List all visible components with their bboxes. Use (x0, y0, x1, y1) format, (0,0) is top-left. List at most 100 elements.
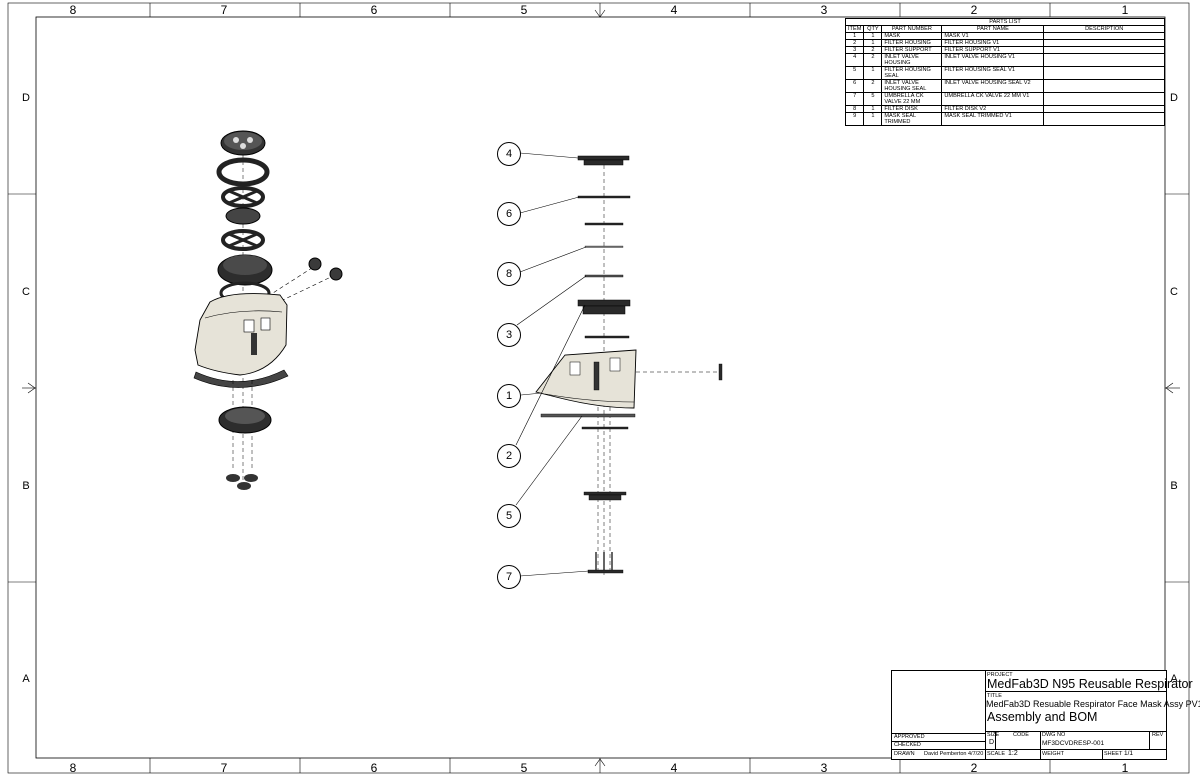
parts-list-cell-qty: 1 (863, 32, 883, 40)
zone-col-bot-7: 7 (220, 761, 228, 775)
parts-list-cell-part-number: FILTER DISK (881, 105, 943, 113)
parts-list-cell-part-number: FILTER HOUSING SEAL (881, 66, 943, 80)
size-value: D (989, 739, 995, 746)
zone-col-top-3: 3 (820, 3, 828, 17)
parts-list-cell-description (1043, 105, 1165, 113)
parts-list-cell-qty: 2 (863, 46, 883, 54)
size-label: SIZE (987, 732, 1000, 738)
zone-row-right-b: B (1170, 480, 1178, 492)
parts-list-cell-part-number: FILTER SUPPORT (881, 46, 943, 54)
parts-list-cell-qty: 1 (863, 39, 883, 47)
zone-col-top-7: 7 (220, 3, 228, 17)
parts-list-table: PARTS LIST ITEM QTY PART NUMBER PART NAM… (844, 18, 1165, 126)
zone-col-top-2: 2 (970, 3, 978, 17)
parts-list-cell-part-name: MASK V1 (941, 32, 1045, 40)
zone-row-left-a: A (22, 673, 30, 685)
parts-list-cell-qty: 1 (863, 112, 883, 126)
zone-col-bot-3: 3 (820, 761, 828, 775)
approved-label: APPROVED (894, 734, 925, 740)
zone-row-left-c: C (22, 286, 30, 298)
item-balloon: 2 (497, 444, 521, 468)
parts-list-cell-description (1043, 46, 1165, 54)
parts-list-cell-part-name: UMBRELLA CK VALVE 22 MM V1 (941, 92, 1045, 106)
parts-list-cell-item: 3 (844, 46, 865, 54)
title-line-2: Assembly and BOM (987, 710, 1098, 724)
parts-list-cell-part-name: FILTER HOUSING V1 (941, 39, 1045, 47)
zone-row-left-b: B (22, 480, 30, 492)
zone-row-right-c: C (1170, 286, 1178, 298)
parts-list-cell-qty: 1 (863, 105, 883, 113)
item-balloon: 7 (497, 565, 521, 589)
item-balloon: 4 (497, 142, 521, 166)
parts-list-cell-part-number: INLET VALVE HOUSING (881, 53, 943, 67)
side-exploded-view (535, 155, 723, 575)
project-name: MedFab3D N95 Reusable Respirator (987, 677, 1193, 691)
parts-list-cell-description (1043, 66, 1165, 80)
parts-list-cell-qty: 2 (863, 53, 883, 67)
parts-list-cell-description (1043, 32, 1165, 40)
title-label: TITLE (987, 693, 1002, 699)
parts-list-cell-description (1043, 112, 1165, 126)
title-line-1: MedFab3D Resuable Respirator Face Mask A… (986, 699, 1200, 709)
zone-row-right-a: A (1170, 673, 1178, 685)
parts-list-cell-item: 9 (844, 112, 865, 126)
isometric-exploded-view (193, 130, 343, 490)
drawn-label: DRAWN (894, 751, 915, 757)
zone-col-top-8: 8 (69, 3, 77, 17)
zone-col-bot-8: 8 (69, 761, 77, 775)
dwg-no-value: MF3DCVDRESP-001 (1042, 740, 1105, 747)
item-balloon: 3 (497, 323, 521, 347)
drawn-by: David Pemberton (924, 751, 967, 757)
sheet-value: 1/1 (1124, 750, 1134, 757)
project-label: PROJECT (987, 672, 1013, 678)
parts-list-cell-item: 2 (844, 39, 865, 47)
parts-list-cell-description (1043, 79, 1165, 93)
zone-col-bot-6: 6 (370, 761, 378, 775)
code-label: CODE (1013, 732, 1029, 738)
parts-list-cell-part-number: INLET VALVE HOUSING SEAL (881, 79, 943, 93)
parts-list-cell-part-name: FILTER HOUSING SEAL V1 (941, 66, 1045, 80)
drawing-frame (35, 16, 1166, 759)
zone-row-left-d: D (22, 92, 30, 104)
zone-col-top-1: 1 (1121, 3, 1129, 17)
parts-list-cell-item: 6 (844, 79, 865, 93)
parts-list-cell-part-number: MASK SEAL TRIMMED (881, 112, 943, 126)
parts-list-cell-item: 4 (844, 53, 865, 67)
weight-label: WEIGHT (1042, 751, 1064, 757)
zone-col-bot-5: 5 (520, 761, 528, 775)
parts-list-cell-part-number: FILTER HOUSING (881, 39, 943, 47)
parts-list-cell-item: 1 (844, 32, 865, 40)
header-description: DESCRIPTION (1043, 25, 1165, 33)
parts-list-cell-item: 5 (844, 66, 865, 80)
header-qty: QTY (863, 25, 883, 33)
item-balloon: 8 (497, 262, 521, 286)
sheet-label: SHEET (1104, 751, 1123, 757)
zone-col-bot-1: 1 (1121, 761, 1129, 775)
zone-row-right-d: D (1170, 92, 1178, 104)
parts-list-cell-part-number: UMBRELLA CK VALVE 22 MM (881, 92, 943, 106)
balloon-leaders (515, 152, 590, 577)
checked-label: CHECKED (894, 742, 921, 748)
rev-label: REV (1152, 732, 1164, 738)
zone-col-top-6: 6 (370, 3, 378, 17)
parts-list-cell-part-number: MASK (881, 32, 943, 40)
zone-col-top-4: 4 (670, 3, 678, 17)
parts-list-cell-part-name: INLET VALVE HOUSING V1 (941, 53, 1045, 67)
header-item: ITEM (844, 25, 865, 33)
zone-col-bot-2: 2 (970, 761, 978, 775)
item-balloon: 6 (497, 202, 521, 226)
parts-list-cell-part-name: INLET VALVE HOUSING SEAL V2 (941, 79, 1045, 93)
parts-list-cell-item: 8 (844, 105, 865, 113)
parts-list-cell-item: 7 (844, 92, 865, 106)
zone-col-top-5: 5 (520, 3, 528, 17)
title-block: PROJECT MedFab3D N95 Reusable Respirator… (891, 670, 1200, 760)
item-balloon: 1 (497, 384, 521, 408)
parts-list-cell-description (1043, 39, 1165, 47)
